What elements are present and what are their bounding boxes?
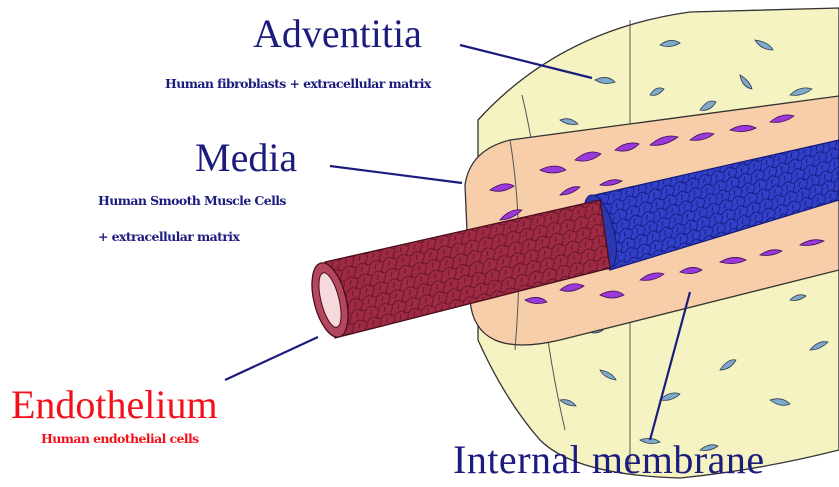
endothelium-pointer	[225, 337, 318, 380]
adventitia-description: Human fibroblasts + extracellular matrix	[165, 78, 431, 91]
internal-membrane-title: Internal membrane	[453, 440, 765, 480]
media-description-line1: Human Smooth Muscle Cells	[98, 195, 286, 208]
media-description-line2: + extracellular matrix	[98, 231, 239, 244]
adventitia-title: Adventitia	[253, 14, 422, 54]
endothelium-description: Human endothelial cells	[41, 433, 199, 446]
media-pointer	[330, 166, 462, 183]
endothelium-title: Endothelium	[11, 385, 218, 425]
media-title: Media	[195, 138, 297, 178]
